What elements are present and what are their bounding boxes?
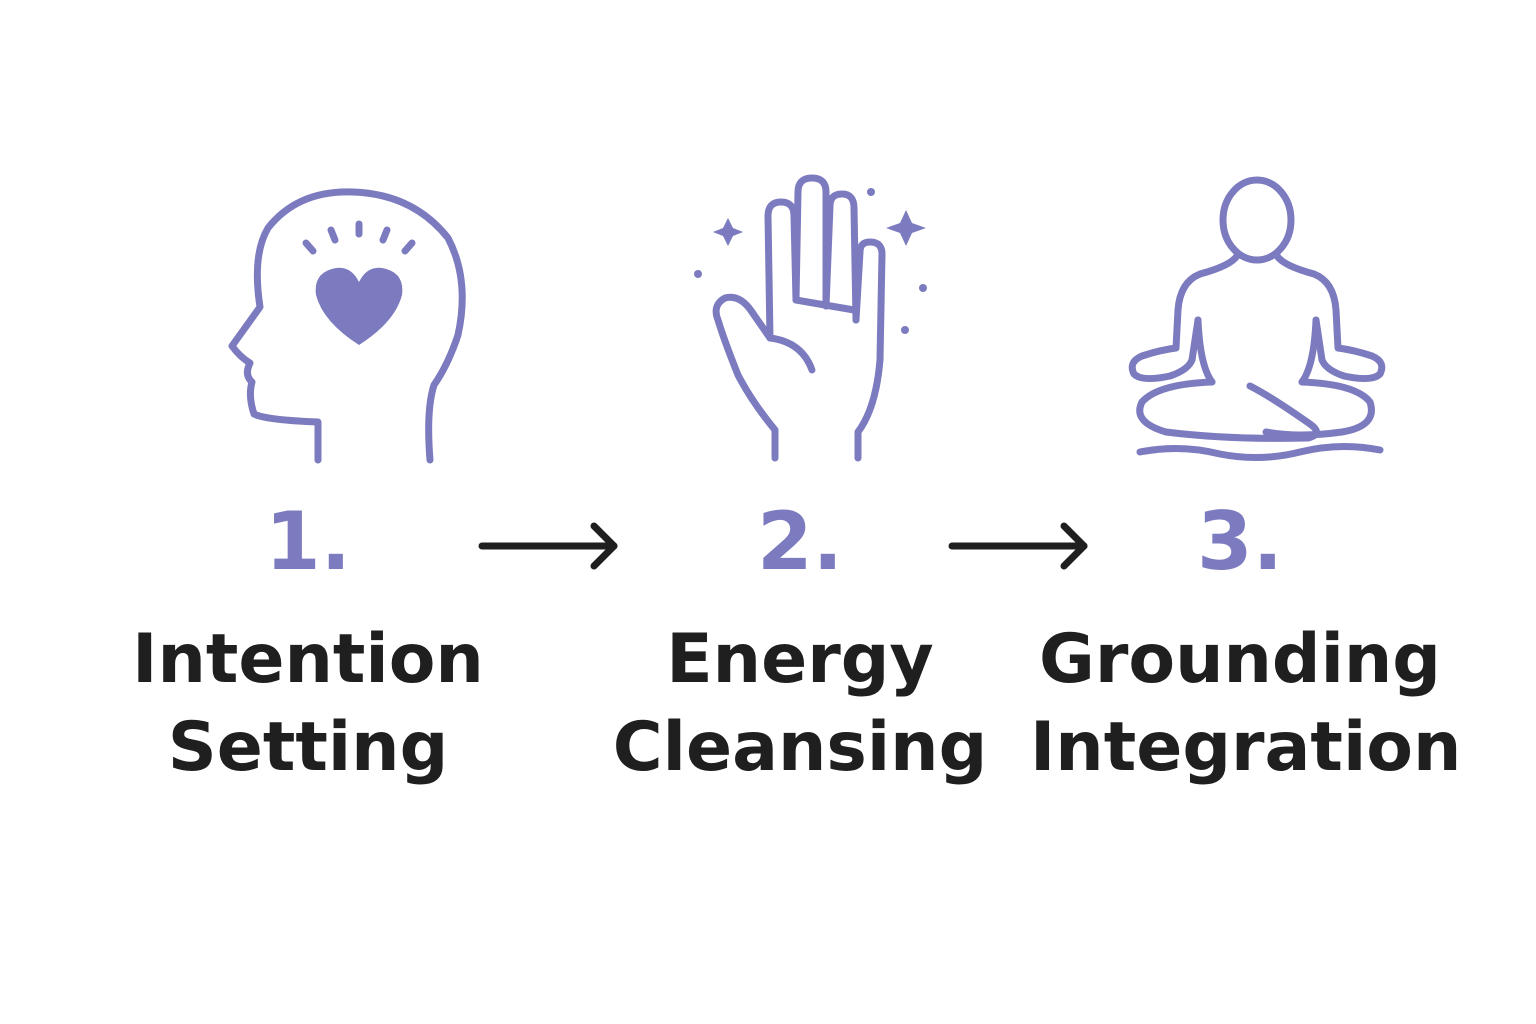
- step-number: 3.: [1196, 495, 1284, 588]
- step-label: Grounding Integration: [1030, 616, 1462, 792]
- step-label-line1: Energy: [666, 620, 934, 699]
- step-label-line2: Cleansing: [612, 708, 988, 787]
- step-number: 1.: [264, 495, 352, 588]
- step-grounding-integration: 3. Grounding Integration: [1030, 170, 1462, 792]
- step-label: Energy Cleansing: [590, 616, 1010, 792]
- step-label: Intention Setting: [98, 616, 518, 792]
- step-label-line2: Setting: [167, 708, 449, 787]
- raised-hand-sparkles-icon: [640, 170, 960, 470]
- arrow-right-icon: [946, 516, 1096, 576]
- step-energy-cleansing: 2. Energy Cleansing: [590, 170, 1010, 792]
- step-label-line1: Intention: [132, 620, 484, 699]
- step-number: 2.: [756, 495, 844, 588]
- step-intention-setting: 1. Intention Setting: [98, 170, 518, 792]
- meditation-pose-icon: [1080, 170, 1400, 470]
- step-label-line2: Integration: [1030, 708, 1462, 787]
- arrow-right-icon: [476, 516, 626, 576]
- step-label-line1: Grounding: [1039, 620, 1441, 699]
- head-with-heart-icon: [148, 170, 468, 470]
